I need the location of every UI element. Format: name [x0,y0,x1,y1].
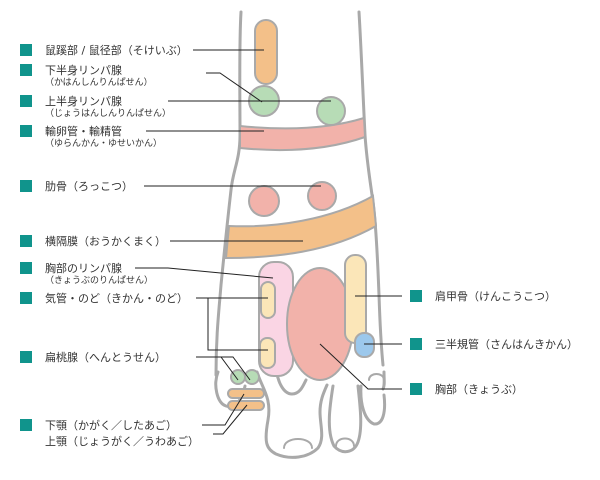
marker-kyoubu-lymph [20,262,32,274]
zone-scapula [344,254,367,344]
marker-kikan [20,292,32,304]
toe-2-nail [283,438,313,449]
label-oukakumaku: 横隔膜（おうかくまく） [45,235,166,248]
foot-outline [214,10,387,459]
zone-rib-left [248,185,280,217]
marker-hentousen [20,351,32,363]
leader-chest [319,343,402,390]
leader-jaw-upper [213,404,248,435]
leader-lines [135,49,402,435]
zone-trachea-1 [260,281,276,319]
marker-kahanshin [20,64,32,76]
label-johanshin-reading: （じょうはんしんりんぱせん） [45,109,172,119]
label-johanshin: 上半身リンパ腺 [45,95,122,108]
zone-tonsil-left [230,369,246,385]
label-kyoubu-lymph: 胸部のリンパ腺 [45,262,122,275]
reflex-zones [224,19,378,411]
ball-line [274,360,308,396]
marker-kagaku [20,419,32,431]
zone-trachea-2 [259,337,276,369]
toe-5 [381,370,386,391]
label-jougaku: 上顎（じょうがく／うわあご） [45,435,199,448]
marker-sanhankikan [410,338,422,350]
zone-chest [286,267,354,381]
foot-left-edge [214,10,243,377]
zone-upper-lymph [316,96,346,126]
toe-2 [255,370,329,459]
zone-tonsil-right [244,369,260,385]
label-kagaku: 下顎（かがく／したあご） [45,419,177,432]
marker-kyoubu [410,383,422,395]
zone-fallopian-band [239,116,367,152]
label-kikan: 気管・のど（きかん・のど） [45,292,188,305]
leader-lower-lymph [206,72,263,103]
leader-tonsil-right [221,356,251,381]
zone-jaw-lower [227,388,265,399]
label-sokei: 鼠蹊部 / 鼠径部（そけいぶ） [45,44,188,57]
label-yuran-reading: （ゆらんかん・ゆせいかん） [45,139,163,149]
leader-jaw-lower [202,393,245,426]
leader-chest-lymph [135,267,274,279]
label-kahanshin-reading: （かはんしんりんぱせん） [45,78,153,88]
label-sanhankikan: 三半規管（さんはんきかん） [435,338,578,351]
marker-yuran [20,125,32,137]
zone-rib-right [307,181,337,211]
leader-trachea-2 [207,298,268,351]
marker-rokkotsu [20,180,32,192]
toe-3 [327,384,363,454]
zone-semicircular [354,332,375,358]
toe-4-nail [368,373,385,381]
zone-groin [254,19,278,85]
label-kahanshin: 下半身リンパ腺 [45,64,122,77]
marker-kenkoukotsu [410,290,422,302]
label-rokkotsu: 肋骨（ろっこつ） [45,180,133,193]
label-hentousen: 扁桃腺（へんとうせん） [45,351,166,364]
toe-3-nail [335,437,355,447]
marker-johanshin [20,95,32,107]
marker-sokei [20,44,32,56]
marker-oukakumaku [20,235,32,247]
label-kyoubu-lymph-reading: （きょうぶのりんぱせん） [45,276,154,286]
label-kyoubu: 胸部（きょうぶ） [435,383,523,396]
toe-4 [359,384,387,426]
zone-diaphragm [224,194,378,260]
label-kenkoukotsu: 肩甲骨（けんこうこつ） [435,290,556,303]
label-yuran: 輸卵管・輸精管 [45,125,122,138]
